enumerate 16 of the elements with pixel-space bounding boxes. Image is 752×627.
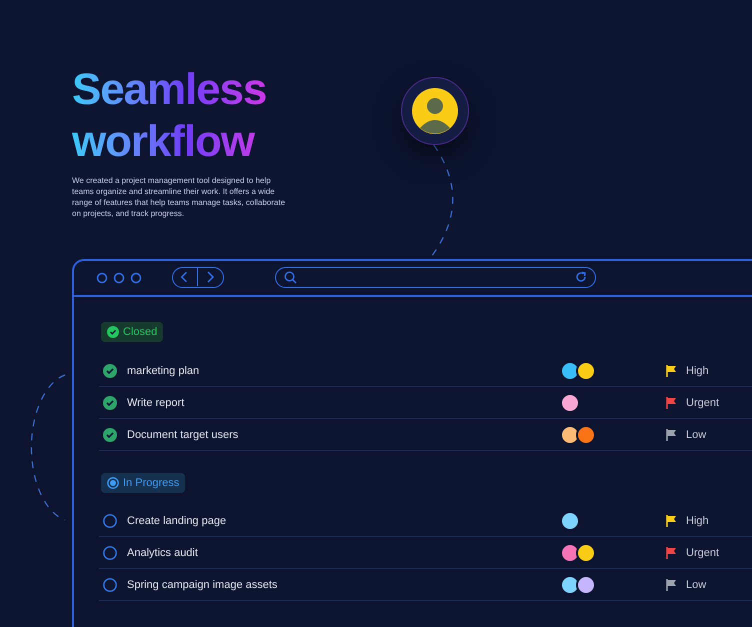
priority-text: Urgent [686,396,720,410]
task-name: marketing plan [127,364,200,378]
task-name: Analytics audit [127,546,198,560]
priority-text: Urgent [686,546,720,560]
priority-text: High [686,364,709,378]
priority-text: Low [686,428,706,442]
status-badge: In Progress [101,473,186,493]
status-badge: Closed [101,322,164,342]
task-name: Write report [127,396,184,410]
description-paragraph: We created a project management tool designed to help teams organize and streamline their work. It offers a wide range of features that help teams manage tasks, collaborate on projects, and track progress. [72,175,286,219]
browser-window [72,259,752,627]
priority-text: Low [686,578,706,592]
task-name: Create landing page [127,514,226,528]
priority-text: High [686,514,709,528]
task-name: Spring campaign image assets [127,578,278,592]
task-name: Document target users [127,428,238,442]
